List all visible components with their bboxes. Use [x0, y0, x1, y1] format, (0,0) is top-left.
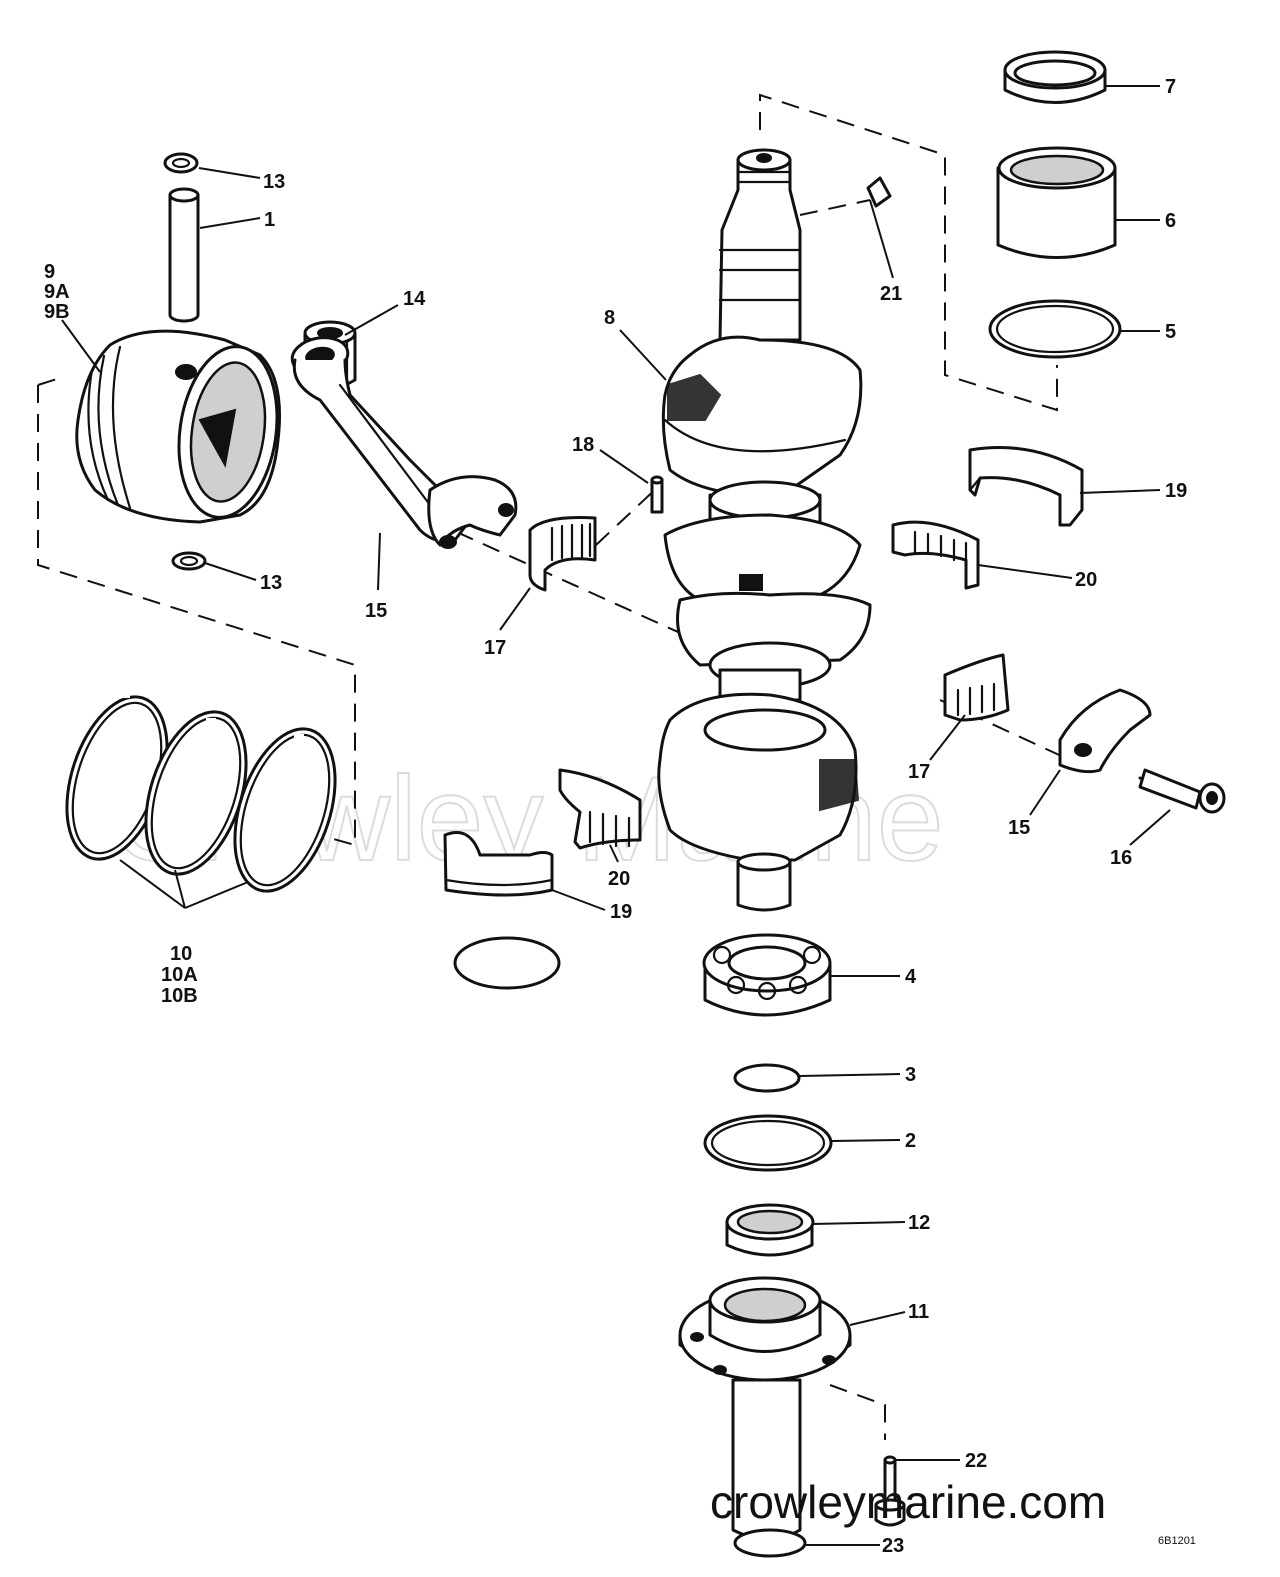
piston-pin — [168, 187, 200, 323]
callout-8: 8 — [604, 307, 615, 329]
bearing-race-right — [968, 446, 1084, 527]
callout-19-right: 19 — [1165, 480, 1187, 502]
callout-20-right: 20 — [1075, 569, 1097, 591]
piston-rings — [65, 692, 337, 893]
assembly-lines — [37, 93, 1071, 1440]
lower-ball-bearing — [702, 933, 832, 1017]
lower-oil-seal — [725, 1203, 815, 1257]
callout-21: 21 — [880, 283, 902, 305]
callout-15-left: 15 — [365, 600, 387, 622]
rod-bearing-cage-right — [943, 653, 1010, 722]
callout-2: 2 — [905, 1130, 916, 1152]
callout-23: 23 — [882, 1535, 904, 1557]
top-needle-bearing — [996, 146, 1117, 259]
callout-14: 14 — [403, 288, 426, 310]
callout-6: 6 — [1165, 210, 1176, 232]
callout-5: 5 — [1165, 321, 1176, 343]
callout-11: 11 — [908, 1301, 929, 1323]
callout-10a: 10A — [161, 964, 198, 986]
main-bearing-cage-right — [891, 520, 980, 590]
callout-19-left: 19 — [610, 901, 632, 923]
lower-o-ring — [703, 1114, 833, 1172]
top-seal-ring — [1003, 50, 1107, 104]
retaining-ring-top — [163, 152, 199, 174]
rod-bearing-cage-left — [528, 516, 597, 592]
connecting-rod — [290, 336, 518, 549]
callout-16: 16 — [1110, 847, 1132, 869]
piston — [75, 329, 282, 524]
callout-17-right: 17 — [908, 761, 930, 783]
site-url: crowleymarine.com — [710, 1476, 1106, 1528]
drawing-number: 6B1201 — [1158, 1535, 1196, 1547]
lower-snap-ring — [733, 1063, 801, 1093]
callout-13-top: 13 — [263, 171, 285, 193]
snap-ring — [453, 936, 561, 990]
connecting-rod-cap — [1058, 688, 1152, 774]
callout-9: 9 — [44, 261, 55, 283]
callout-3: 3 — [905, 1064, 916, 1086]
callout-15-right: 15 — [1008, 817, 1030, 839]
callout-13-bottom: 13 — [260, 572, 282, 594]
callout-9a: 9A — [44, 281, 70, 303]
lower-bearing-housing — [678, 1276, 852, 1541]
woodruff-key — [866, 176, 892, 208]
bottom-o-ring — [733, 1528, 807, 1558]
callout-12: 12 — [908, 1212, 930, 1234]
callout-10b: 10B — [161, 985, 198, 1007]
callout-10: 10 — [170, 943, 192, 965]
retaining-ring-bottom — [171, 551, 207, 571]
callout-20-left: 20 — [608, 868, 630, 890]
callout-18: 18 — [572, 434, 594, 456]
crankshaft — [657, 148, 872, 912]
callout-4: 4 — [905, 966, 917, 988]
dowel-pin — [650, 475, 664, 514]
callout-7: 7 — [1165, 76, 1176, 98]
callout-22: 22 — [965, 1450, 987, 1472]
callout-labels: 13 1 9 9A 9B 14 13 15 17 18 8 21 7 6 5 1… — [44, 76, 1187, 1557]
housing-screw — [874, 1455, 906, 1527]
callout-1: 1 — [264, 209, 275, 231]
leader-lines — [61, 85, 1171, 1546]
bearing-race-left — [443, 831, 554, 897]
callout-17-left: 17 — [484, 637, 506, 659]
rod-cap-screw — [1138, 768, 1226, 814]
main-bearing-cage-left — [558, 768, 642, 850]
callout-9b: 9B — [44, 301, 70, 323]
top-o-ring — [988, 299, 1122, 359]
